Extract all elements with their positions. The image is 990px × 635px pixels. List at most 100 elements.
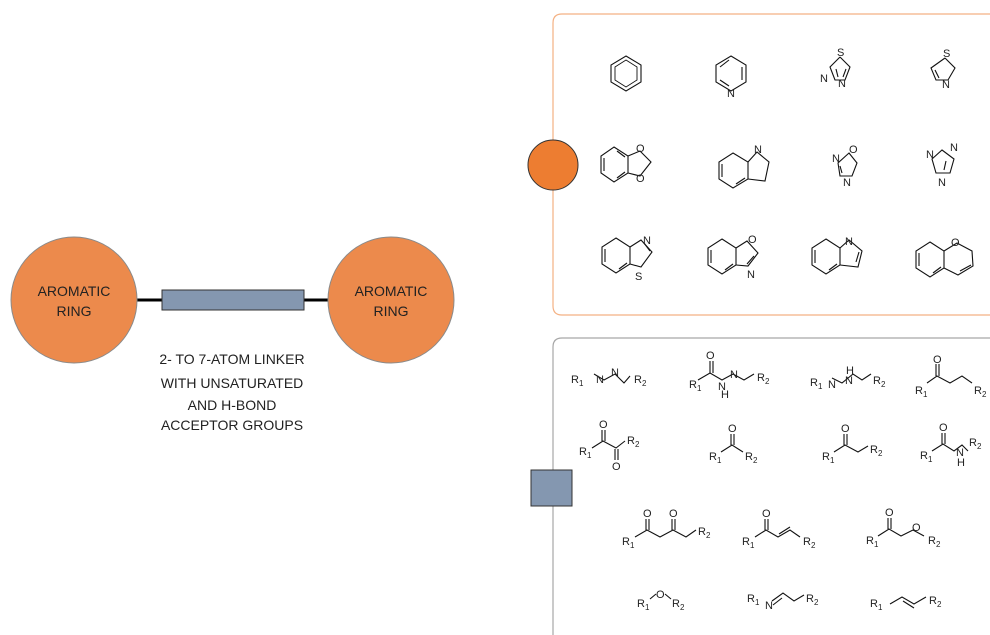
thiadiazole-n1-label: N xyxy=(820,73,828,85)
ether-linker: R 1 O R 2 xyxy=(637,589,685,612)
svg-text:N: N xyxy=(828,379,836,391)
svg-text:O: O xyxy=(669,508,678,520)
svg-text:R: R xyxy=(806,593,814,605)
svg-text:R: R xyxy=(637,598,645,610)
linker-panel: R 1 N N R 2 O R 1 N H N R 2 xyxy=(530,337,990,635)
thiazole-s-label: S xyxy=(943,48,950,60)
aromatic-ring-left-label-2: RING xyxy=(57,303,92,319)
svg-text:H: H xyxy=(846,365,854,377)
svg-text:1: 1 xyxy=(874,540,879,549)
svg-text:1: 1 xyxy=(755,598,760,607)
svg-text:1: 1 xyxy=(579,379,584,388)
svg-text:2: 2 xyxy=(753,456,758,465)
svg-text:R: R xyxy=(928,535,936,547)
alkene-linker: R 1 R 2 xyxy=(870,595,942,612)
svg-text:O: O xyxy=(933,354,942,366)
aromatic-ring-right xyxy=(327,236,455,364)
aromatic-ring-right-label-1: AROMATIC xyxy=(355,283,428,299)
svg-text:R: R xyxy=(634,374,642,386)
svg-text:R: R xyxy=(969,437,977,449)
svg-text:1: 1 xyxy=(717,456,722,465)
svg-text:R: R xyxy=(571,374,579,386)
benzodioxole-o1-label: O xyxy=(636,143,645,155)
oxadiazole-n2-label: N xyxy=(843,177,851,189)
svg-text:1: 1 xyxy=(878,603,883,612)
svg-text:O: O xyxy=(728,423,737,435)
benzothiazole-structure: N S xyxy=(601,235,653,283)
svg-text:N: N xyxy=(596,374,604,386)
svg-text:N: N xyxy=(611,367,619,379)
svg-text:2: 2 xyxy=(765,377,770,386)
svg-text:2: 2 xyxy=(977,442,982,451)
imine-linker: R 1 N R 2 xyxy=(747,592,819,612)
ketone-propyl-linker: O R 1 R 2 xyxy=(915,354,987,399)
aromatic-ring-panel: N S N N S N xyxy=(527,13,990,316)
svg-text:R: R xyxy=(803,536,811,548)
svg-text:R: R xyxy=(915,385,923,397)
svg-text:R: R xyxy=(747,593,755,605)
svg-text:R: R xyxy=(698,526,706,538)
enone-linker: O R 1 R 2 xyxy=(742,508,816,550)
thiazole-n-label: N xyxy=(942,79,950,91)
thiadiazole-structure: S N N xyxy=(820,47,851,90)
svg-text:R: R xyxy=(622,536,630,548)
indoline-n-label: N xyxy=(754,144,762,156)
oxadiazole-o-label: O xyxy=(849,144,858,156)
pharmacophore-model: AROMATIC RING AROMATIC RING 2- TO 7-ATOM… xyxy=(10,236,455,433)
svg-text:R: R xyxy=(742,536,750,548)
amide-linker: O R 1 N H R 2 xyxy=(920,422,982,469)
svg-text:1: 1 xyxy=(587,451,592,460)
svg-text:O: O xyxy=(599,419,608,431)
chromene-o-label: O xyxy=(951,237,960,249)
svg-text:O: O xyxy=(612,461,621,473)
svg-text:O: O xyxy=(885,507,894,519)
svg-text:H: H xyxy=(957,457,965,469)
svg-text:1: 1 xyxy=(630,541,635,550)
acylhydrazone-linker: O R 1 N H N R 2 xyxy=(689,350,770,401)
aromatic-ring-left-label-1: AROMATIC xyxy=(38,283,111,299)
svg-text:2: 2 xyxy=(680,603,685,612)
svg-text:2: 2 xyxy=(878,449,883,458)
svg-text:O: O xyxy=(939,422,948,434)
svg-text:R: R xyxy=(873,375,881,387)
benzodioxole-o2-label: O xyxy=(636,173,645,185)
svg-text:N: N xyxy=(956,447,964,459)
triazole-n3-label: N xyxy=(938,177,946,189)
svg-text:R: R xyxy=(870,598,878,610)
azo-linker: R 1 N N R 2 xyxy=(571,367,647,388)
svg-text:N: N xyxy=(730,369,738,381)
svg-text:O: O xyxy=(656,589,665,601)
svg-text:O: O xyxy=(706,350,715,362)
svg-text:2: 2 xyxy=(982,390,987,399)
svg-text:O: O xyxy=(762,508,771,520)
svg-text:R: R xyxy=(822,451,830,463)
svg-text:2: 2 xyxy=(635,440,640,449)
svg-text:1: 1 xyxy=(923,390,928,399)
pyridine-structure: N xyxy=(715,55,747,100)
svg-text:R: R xyxy=(745,451,753,463)
svg-text:O: O xyxy=(912,522,921,534)
keto-ether-linker: O R 1 O R 2 xyxy=(866,507,941,549)
svg-text:R: R xyxy=(870,444,878,456)
svg-text:R: R xyxy=(627,435,635,447)
linker-caption-line-1: 2- TO 7-ATOM LINKER xyxy=(159,351,304,367)
svg-text:R: R xyxy=(709,451,717,463)
benzoxazole-o-label: O xyxy=(748,234,757,246)
hydrazone-linker: R 1 N N H R 2 xyxy=(810,365,886,391)
thiadiazole-s-label: S xyxy=(837,47,844,59)
svg-text:R: R xyxy=(579,446,587,458)
svg-text:N: N xyxy=(718,381,726,393)
svg-text:1: 1 xyxy=(645,603,650,612)
svg-text:2: 2 xyxy=(642,379,647,388)
svg-text:R: R xyxy=(866,535,874,547)
svg-text:H: H xyxy=(721,389,729,401)
oxadiazole-structure: N O N xyxy=(832,144,858,189)
diketone-13-linker: O O R 1 R 2 xyxy=(622,508,711,550)
svg-text:N: N xyxy=(765,600,773,612)
indoline-structure: N xyxy=(718,144,770,189)
svg-text:R: R xyxy=(810,377,818,389)
oxadiazole-n1-label: N xyxy=(832,153,840,165)
benzothiazole-n-label: N xyxy=(643,235,651,247)
svg-text:1: 1 xyxy=(928,455,933,464)
triazole-structure: N N N xyxy=(926,142,958,189)
